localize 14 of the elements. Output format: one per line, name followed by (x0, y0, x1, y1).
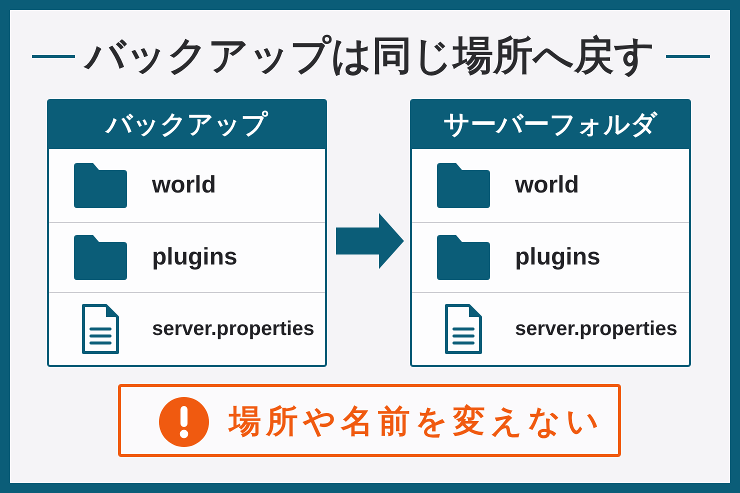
panel-header: バックアップ (49, 101, 325, 149)
file-name: plugins (152, 243, 238, 272)
file-name: world (152, 171, 216, 200)
file-name: server.properties (152, 317, 314, 341)
title: バックアップは同じ場所へ戻す (85, 32, 655, 81)
file-name: world (515, 171, 579, 200)
warning-text: 場所や名前を変えない (229, 401, 604, 440)
folder-panel (410, 99, 691, 367)
file-name: plugins (515, 243, 600, 272)
file-name: server.properties (515, 317, 678, 341)
warning-box (118, 384, 621, 457)
folder-panel (47, 99, 327, 367)
panel-header: サーバーフォルダ (412, 101, 689, 149)
block-arrow (336, 213, 404, 270)
